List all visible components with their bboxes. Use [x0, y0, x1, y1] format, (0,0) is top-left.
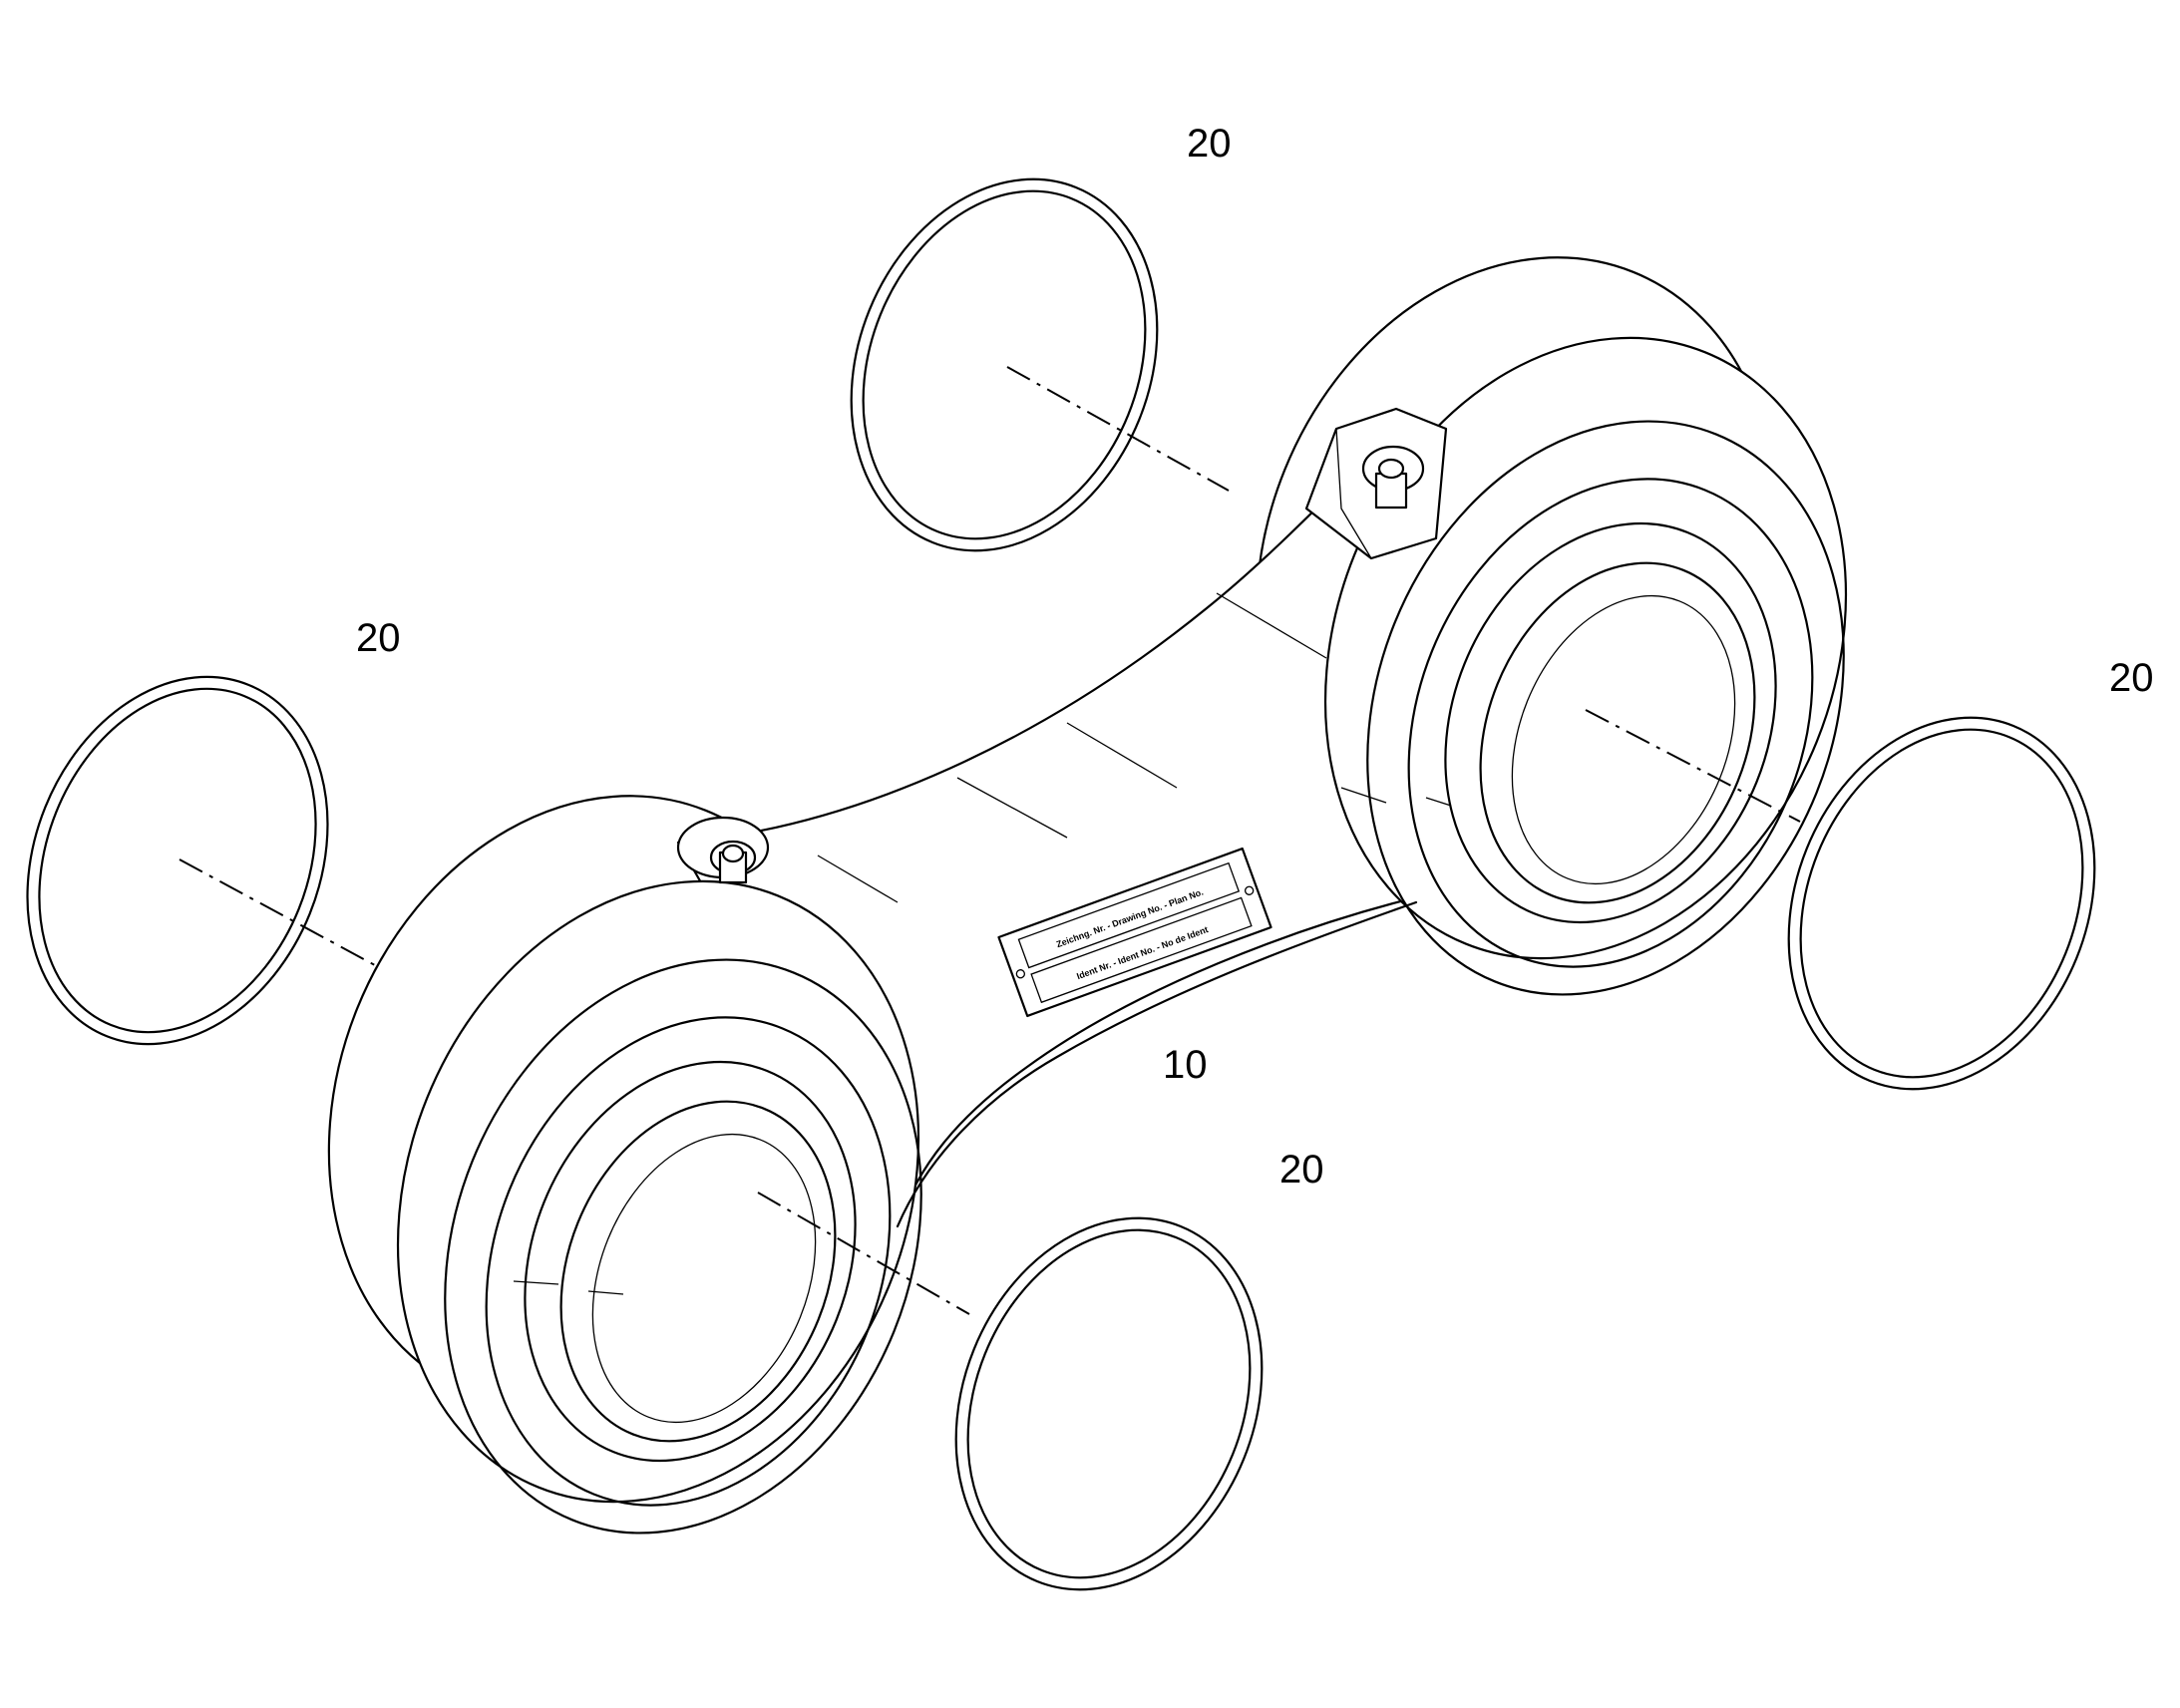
center-axis-right — [1585, 709, 1801, 823]
callout-seal-right: 20 — [2109, 656, 2154, 700]
link-body — [327, 256, 1848, 1535]
nameplate: Zeichng. Nr. - Drawing No. - Plan No. Id… — [997, 847, 1272, 1018]
center-axis-bottom — [757, 1192, 970, 1315]
center-axis-left — [179, 858, 398, 978]
callout-seal-top: 20 — [1187, 122, 1232, 166]
seal-ring-left — [26, 675, 329, 1046]
center-axis-top — [1006, 366, 1230, 492]
seal-ring-bottom — [954, 1216, 1264, 1591]
callout-link: 10 — [1163, 1043, 1208, 1087]
seal-ring-top — [850, 177, 1159, 552]
callout-seal-bottom: 20 — [1279, 1148, 1324, 1192]
seal-ring-right — [1787, 716, 2096, 1091]
callout-seal-left: 20 — [356, 616, 401, 660]
